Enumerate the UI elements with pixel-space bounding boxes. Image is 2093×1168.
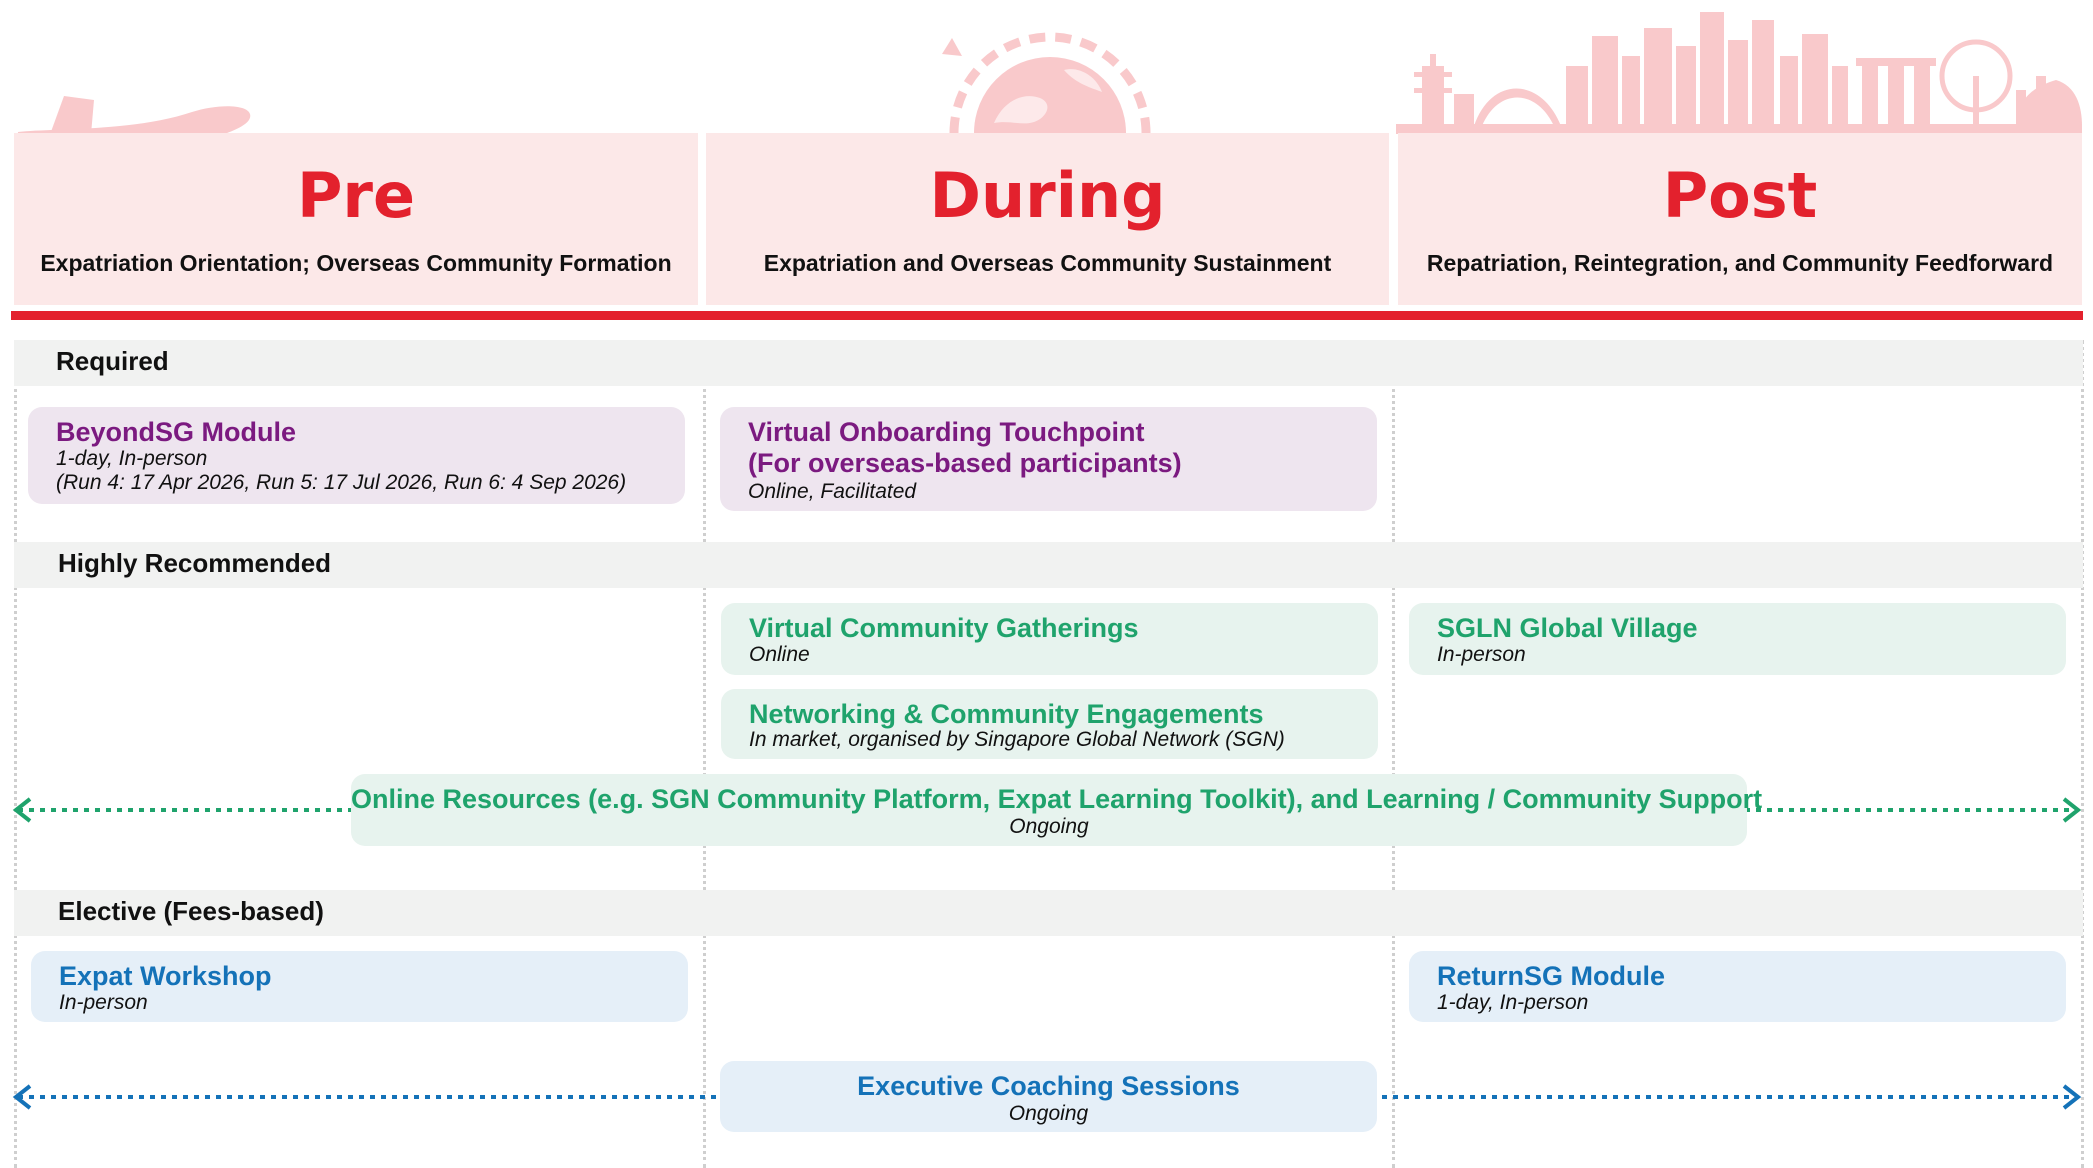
section-label-required: Required bbox=[56, 346, 169, 376]
section-band-elective bbox=[14, 890, 2083, 936]
stage-panel-post: Post Repatriation, Reintegration, and Co… bbox=[1398, 133, 2082, 305]
program-title: Online Resources (e.g. SGN Community Pla… bbox=[351, 784, 1763, 814]
program-format: 1-day, In-person bbox=[56, 447, 208, 470]
program-format: In-person bbox=[59, 991, 148, 1014]
program-card-returnsg: ReturnSG Module 1-day, In-person bbox=[1409, 951, 2066, 1022]
stage-subtitle-post: Repatriation, Reintegration, and Communi… bbox=[1426, 250, 2054, 276]
section-band-recommended bbox=[14, 542, 2083, 588]
program-format: In market, organised by Singapore Global… bbox=[749, 728, 1285, 751]
program-format: 1-day, In-person bbox=[1437, 991, 1589, 1014]
program-card-executive-coaching: Executive Coaching Sessions Ongoing bbox=[720, 1061, 1377, 1132]
program-title: ReturnSG Module bbox=[1437, 961, 1665, 991]
program-card-virtual-gatherings: Virtual Community Gatherings Online bbox=[721, 603, 1378, 675]
globe-icon bbox=[942, 32, 1151, 133]
stage-panel-pre: Pre Expatriation Orientation; Overseas C… bbox=[14, 133, 698, 305]
program-card-expat-workshop: Expat Workshop In-person bbox=[31, 951, 688, 1022]
program-title: BeyondSG Module bbox=[56, 417, 297, 447]
stage-title-post: Post bbox=[1662, 159, 1818, 232]
column-divider bbox=[14, 340, 17, 1168]
program-format: Online bbox=[749, 643, 810, 666]
program-title: Expat Workshop bbox=[59, 961, 272, 991]
program-card-networking: Networking & Community Engagements In ma… bbox=[721, 689, 1378, 759]
program-card-virtual-onboarding: Virtual Onboarding Touchpoint (For overs… bbox=[720, 407, 1377, 511]
stage-title-during: During bbox=[929, 159, 1166, 232]
stage-panel-during: During Expatriation and Overseas Communi… bbox=[706, 133, 1389, 305]
program-format: In-person bbox=[1437, 643, 1526, 666]
program-schedule: (Run 4: 17 Apr 2026, Run 5: 17 Jul 2026,… bbox=[56, 471, 627, 494]
program-title-line2: (For overseas-based participants) bbox=[748, 448, 1182, 478]
stage-title-pre: Pre bbox=[296, 159, 416, 232]
program-card-online-resources: Online Resources (e.g. SGN Community Pla… bbox=[351, 774, 1763, 846]
column-divider bbox=[1392, 340, 1395, 1168]
stage-divider-rule bbox=[11, 311, 2083, 320]
program-title: SGLN Global Village bbox=[1437, 613, 1698, 643]
program-card-beyondsg: BeyondSG Module 1-day, In-person (Run 4:… bbox=[28, 407, 685, 504]
ongoing-span-arrow-blue bbox=[12, 1084, 2082, 1110]
program-title: Virtual Onboarding Touchpoint bbox=[748, 417, 1145, 447]
program-format: Online, Facilitated bbox=[748, 480, 917, 503]
section-label-recommended: Highly Recommended bbox=[58, 548, 332, 578]
program-title: Networking & Community Engagements bbox=[749, 699, 1264, 729]
section-label-elective: Elective (Fees-based) bbox=[58, 896, 324, 926]
stage-subtitle-during: Expatriation and Overseas Community Sust… bbox=[763, 250, 1332, 276]
column-divider bbox=[2081, 340, 2084, 1168]
program-title: Executive Coaching Sessions bbox=[857, 1071, 1240, 1101]
program-frequency: Ongoing bbox=[1009, 815, 1089, 838]
program-card-sgln-village: SGLN Global Village In-person bbox=[1409, 603, 2066, 675]
section-band-required bbox=[14, 340, 2083, 386]
program-title: Virtual Community Gatherings bbox=[749, 613, 1139, 643]
stage-subtitle-pre: Expatriation Orientation; Overseas Commu… bbox=[40, 250, 672, 276]
singapore-skyline-icon bbox=[1396, 12, 2082, 134]
program-frequency: Ongoing bbox=[1008, 1102, 1089, 1125]
column-divider bbox=[703, 340, 706, 1168]
